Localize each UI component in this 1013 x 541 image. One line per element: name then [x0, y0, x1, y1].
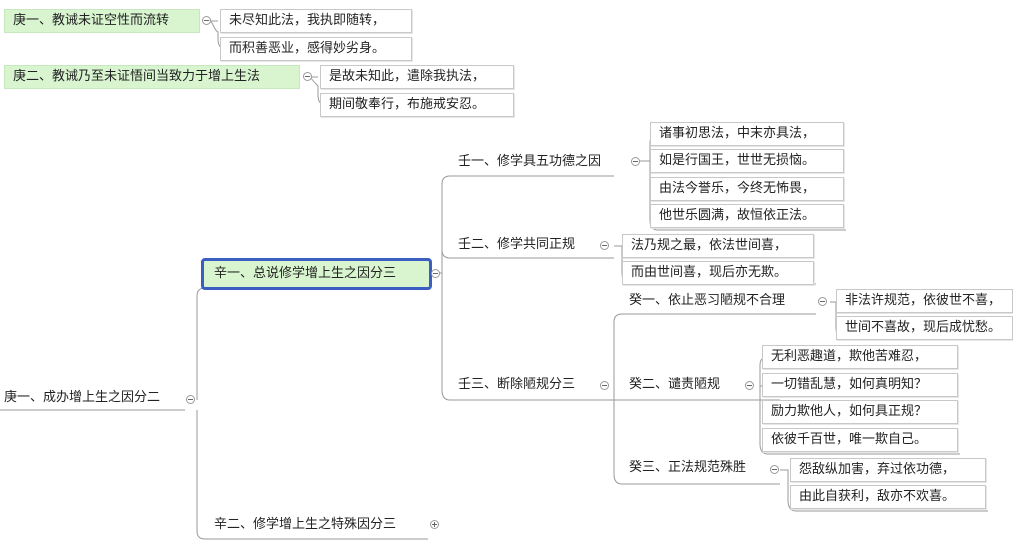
verse-node[interactable]: 是故未知此，遣除我执法， [320, 65, 514, 89]
collapse-icon[interactable] [631, 157, 640, 166]
verse-node[interactable]: 期间敬奉行，布施戒安忍。 [320, 93, 514, 117]
verse-node[interactable]: 由法今誉乐，今终无怖畏， [650, 177, 844, 201]
collapse-icon[interactable] [600, 241, 609, 250]
verse-node[interactable]: 法乃规之最，依法世间喜， [622, 234, 814, 258]
verse-node[interactable]: 他世乐圆满，故恒依正法。 [650, 204, 844, 228]
collapse-icon[interactable] [431, 269, 440, 278]
ren2-node[interactable]: 壬二、修学共同正规 [458, 237, 576, 252]
expand-icon[interactable] [430, 520, 439, 529]
verse-node[interactable]: 无利恶趣道，欺他苦难忍， [762, 345, 958, 369]
verse-node[interactable]: 而积善恶业，感得妙劣身。 [220, 37, 412, 61]
ren3-node[interactable]: 壬三、断除陋规分三 [458, 377, 576, 392]
verse-node[interactable]: 依彼千百世，唯一欺自己。 [762, 428, 958, 452]
gui1-node[interactable]: 癸一、依止恶习陋规不合理 [629, 293, 786, 308]
verse-node[interactable]: 如是行国王，世世无损恼。 [650, 149, 844, 173]
collapse-icon[interactable] [186, 395, 195, 404]
gui2-node[interactable]: 癸二、谴责陋规 [629, 377, 721, 392]
collapse-icon[interactable] [818, 297, 827, 306]
collapse-icon[interactable] [745, 381, 754, 390]
verse-node[interactable]: 励力欺他人，如何具正规？ [762, 400, 958, 424]
xin2-node[interactable]: 辛二、修学增上生之特殊因分三 [214, 517, 397, 532]
geng1-left-node[interactable]: 庚一、教诫未证空性而流转 [4, 9, 200, 33]
collapse-icon[interactable] [303, 72, 312, 81]
gui3-node[interactable]: 癸三、正法规范殊胜 [629, 460, 747, 475]
verse-node[interactable]: 怨敌纵加害，弃过依功德， [790, 458, 986, 482]
collapse-icon[interactable] [770, 465, 779, 474]
geng2-left-node[interactable]: 庚二、教诫乃至未证悟间当致力于增上生法 [4, 65, 300, 89]
verse-node[interactable]: 一切错乱慧，如何真明知？ [762, 373, 958, 397]
verse-node[interactable]: 由此自获利，敌亦不欢喜。 [790, 485, 986, 509]
verse-node[interactable]: 非法许规范，依彼世不喜， [836, 289, 1013, 313]
verse-node[interactable]: 而由世间喜，现后亦无欺。 [622, 261, 814, 285]
collapse-icon[interactable] [202, 16, 211, 25]
root-node[interactable]: 庚一、成办增上生之因分二 [4, 390, 161, 405]
xin1-node-selected[interactable]: 辛一、总说修学增上生之因分三 [201, 258, 432, 290]
verse-node[interactable]: 世间不喜故，现后成忧愁。 [836, 316, 1013, 340]
ren1-node[interactable]: 壬一、修学具五功德之因 [458, 154, 602, 169]
verse-node[interactable]: 未尽知此法，我执即随转， [220, 9, 412, 33]
collapse-icon[interactable] [600, 381, 609, 390]
verse-node[interactable]: 诸事初思法，中末亦具法， [650, 122, 844, 146]
